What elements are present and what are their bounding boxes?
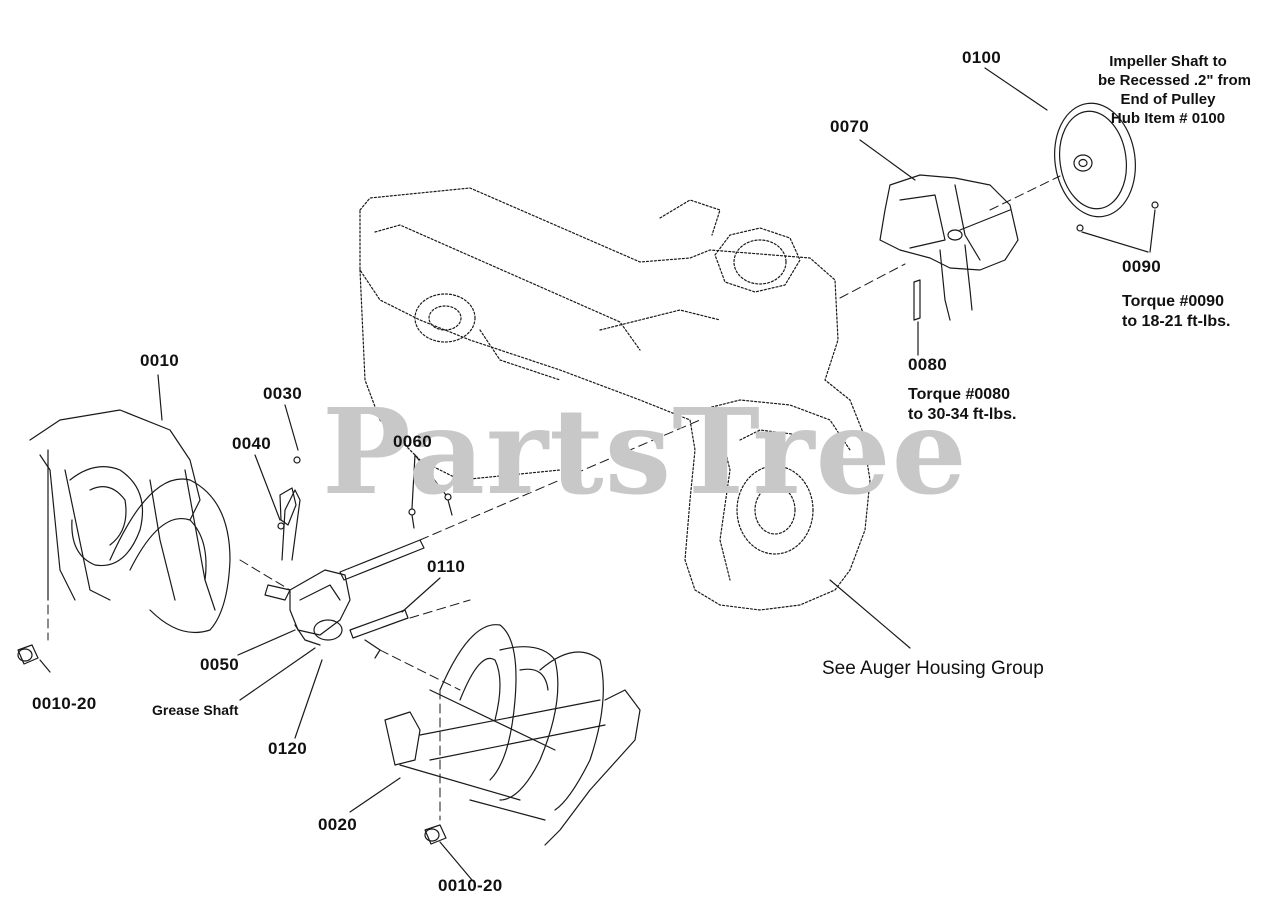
torque-0080-line-2: to 30-34 ft-lbs. bbox=[908, 406, 1017, 423]
grease-shaft-note: Grease Shaft bbox=[152, 702, 239, 718]
collars bbox=[17, 644, 447, 845]
auger-shaft bbox=[339, 539, 425, 659]
label-0040[interactable]: 0040 bbox=[232, 434, 272, 453]
label-0090[interactable]: 0090 bbox=[1122, 257, 1162, 276]
label-0050[interactable]: 0050 bbox=[200, 655, 240, 674]
label-0020[interactable]: 0020 bbox=[318, 815, 358, 834]
impeller bbox=[879, 174, 1019, 321]
impeller-note-line-2: be Recessed .2" from bbox=[1098, 72, 1252, 89]
label-0010-20-left[interactable]: 0010-20 bbox=[32, 694, 97, 713]
center-lines bbox=[47, 175, 1061, 821]
right-auger bbox=[384, 624, 641, 846]
torque-0080-line-1: Torque #0080 bbox=[908, 386, 1010, 403]
impeller-shaft-note: Impeller Shaft to be Recessed .2" from E… bbox=[1098, 52, 1252, 128]
left-auger bbox=[29, 409, 231, 634]
label-0110[interactable]: 0110 bbox=[427, 557, 466, 576]
shear-bolts bbox=[408, 493, 453, 529]
label-0080[interactable]: 0080 bbox=[908, 355, 948, 374]
watermark: PartsTree bbox=[322, 382, 968, 521]
torque-0080-note: Torque #0080 to 30-34 ft-lbs. bbox=[908, 385, 1016, 425]
label-0100[interactable]: 0100 bbox=[962, 48, 1002, 67]
label-0030[interactable]: 0030 bbox=[263, 384, 303, 403]
label-0060[interactable]: 0060 bbox=[393, 432, 433, 451]
see-auger-housing-link[interactable]: See Auger Housing Group bbox=[822, 658, 1044, 679]
label-0070[interactable]: 0070 bbox=[830, 117, 870, 136]
pulley bbox=[1054, 102, 1159, 232]
impeller-note-line-1: Impeller Shaft to bbox=[1109, 53, 1227, 70]
leader-lines bbox=[39, 67, 1156, 881]
torque-0090-note: Torque #0090 to 18-21 ft-lbs. bbox=[1122, 292, 1230, 332]
torque-0090-line-2: to 18-21 ft-lbs. bbox=[1122, 313, 1231, 330]
key bbox=[913, 279, 921, 321]
label-0010[interactable]: 0010 bbox=[140, 351, 180, 370]
impeller-note-line-4: Hub Item # 0100 bbox=[1110, 110, 1226, 127]
auger-housing-outline bbox=[359, 187, 871, 611]
torque-0090-line-1: Torque #0090 bbox=[1122, 293, 1224, 310]
impeller-note-line-3: End of Pulley bbox=[1120, 91, 1216, 108]
grease-fitting bbox=[277, 456, 301, 530]
label-0120[interactable]: 0120 bbox=[268, 739, 308, 758]
label-0010-20-bottom[interactable]: 0010-20 bbox=[438, 876, 503, 895]
